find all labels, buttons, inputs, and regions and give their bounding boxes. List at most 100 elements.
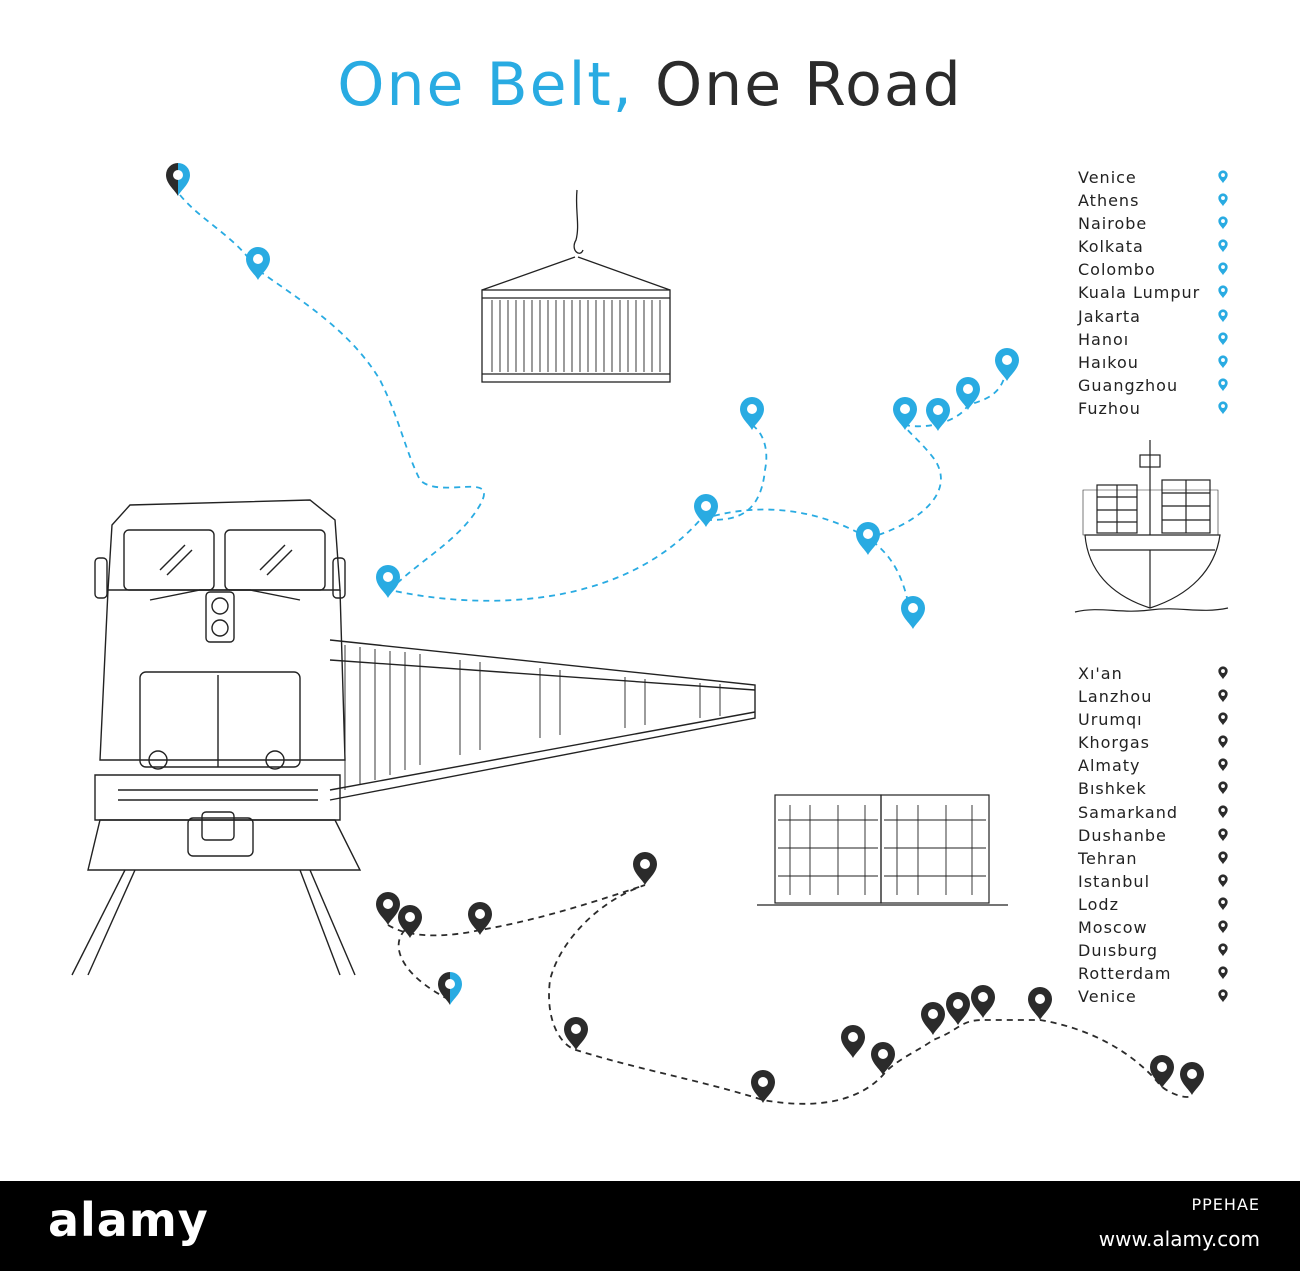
map-pin-icon (1218, 666, 1228, 680)
map-pin-icon (1218, 758, 1228, 772)
list-item[interactable]: Urumqı (1078, 708, 1228, 731)
map-pin-icon[interactable] (633, 852, 657, 885)
list-item[interactable]: Dushanbe (1078, 824, 1228, 847)
list-item[interactable]: Guangzhou (1078, 374, 1228, 397)
map-pin-icon[interactable] (468, 902, 492, 935)
map-pin-icon (1218, 874, 1228, 888)
map-pin-icon[interactable] (901, 596, 925, 629)
map-pin-icon[interactable] (921, 1002, 945, 1035)
map-pin-icon (1218, 170, 1228, 184)
map-pin-icon (1218, 804, 1228, 818)
maritime-pins (246, 247, 1019, 629)
map-pin-icon (1218, 920, 1228, 934)
map-pin-icon[interactable] (856, 522, 880, 555)
list-item[interactable]: Xı'an (1078, 662, 1228, 685)
map-pin-icon (1218, 216, 1228, 230)
list-item[interactable]: Khorgas (1078, 731, 1228, 754)
list-item[interactable]: Lodz (1078, 893, 1228, 916)
city-name: Rotterdam (1078, 964, 1172, 984)
city-name: Lanzhou (1078, 687, 1153, 707)
map-pin-icon[interactable] (995, 348, 1019, 381)
list-item[interactable]: Fuzhou (1078, 397, 1228, 420)
watermark-bar: alamy PPEHAE www.alamy.com (0, 1181, 1300, 1271)
city-name: Fuzhou (1078, 398, 1141, 418)
map-pin-icon (1218, 712, 1228, 726)
list-item[interactable]: Kuala Lumpur (1078, 281, 1228, 304)
map-pin-icon[interactable] (1180, 1062, 1204, 1095)
map-pin-icon[interactable] (946, 992, 970, 1025)
shipping-container-crane-icon (481, 189, 671, 383)
map-pin-icon[interactable] (376, 565, 400, 598)
watermark-logo: alamy (48, 1193, 209, 1247)
list-item[interactable]: Venice (1078, 166, 1228, 189)
list-item[interactable]: Tehran (1078, 847, 1228, 870)
city-name: Hanoı (1078, 329, 1130, 349)
title-land-part: One Road (654, 50, 963, 120)
city-name: Haıkou (1078, 352, 1139, 372)
list-item[interactable]: Istanbul (1078, 870, 1228, 893)
list-item[interactable]: Almaty (1078, 754, 1228, 777)
cargo-ship-icon (1074, 440, 1229, 613)
map-pin-icon (1218, 401, 1228, 415)
map-pin-icon (1218, 355, 1228, 368)
list-item[interactable]: Rotterdam (1078, 962, 1228, 985)
list-item[interactable]: Hanoı (1078, 328, 1228, 351)
city-name: Kuala Lumpur (1078, 283, 1201, 303)
list-item[interactable]: Kolkata (1078, 235, 1228, 258)
land-city-list: Xı'an Lanzhou Urumqı Khorgas Almaty Bısh… (1078, 662, 1228, 1008)
page-title: One Belt, One Road (0, 50, 1300, 120)
city-name: Moscow (1078, 918, 1148, 938)
illustration (71, 163, 1229, 1105)
city-name: Samarkand (1078, 802, 1179, 822)
map-pin-icon[interactable] (956, 377, 980, 410)
map-pin-icon (1218, 897, 1228, 911)
map-pin-icon[interactable] (751, 1070, 775, 1103)
map-pin-icon (1218, 943, 1228, 957)
map-pin-icon[interactable] (971, 985, 995, 1018)
list-item[interactable]: Bıshkek (1078, 777, 1228, 800)
city-name: Istanbul (1078, 871, 1151, 891)
map-pin-icon[interactable] (871, 1042, 895, 1075)
city-name: Lodz (1078, 894, 1119, 914)
maritime-start-pin-icon[interactable] (166, 163, 190, 196)
map-pin-icon[interactable] (740, 397, 764, 430)
city-name: Kolkata (1078, 237, 1144, 257)
list-item[interactable]: Colombo (1078, 258, 1228, 281)
list-item[interactable]: Duısburg (1078, 939, 1228, 962)
land-route-line (387, 884, 1193, 1105)
city-name: Dushanbe (1078, 825, 1167, 845)
city-name: Bıshkek (1078, 779, 1147, 799)
list-item[interactable]: Moscow (1078, 916, 1228, 939)
list-item[interactable]: Jakarta (1078, 305, 1228, 328)
city-name: Duısburg (1078, 941, 1158, 961)
map-pin-icon[interactable] (1028, 987, 1052, 1020)
land-end-pin-icon[interactable] (438, 972, 462, 1005)
list-item[interactable]: Athens (1078, 189, 1228, 212)
map-pin-icon[interactable] (1150, 1055, 1174, 1088)
map-pin-icon[interactable] (893, 397, 917, 430)
city-name: Xı'an (1078, 664, 1123, 683)
city-name: Athens (1078, 191, 1140, 211)
map-pin-icon (1218, 308, 1228, 322)
city-name: Venice (1078, 987, 1137, 1007)
map-pin-icon (1218, 966, 1228, 980)
map-pin-icon[interactable] (246, 247, 270, 280)
list-item[interactable]: Venice (1078, 985, 1228, 1008)
list-item[interactable]: Nairobe (1078, 212, 1228, 235)
map-pin-icon (1218, 285, 1228, 299)
city-name: Almaty (1078, 756, 1141, 776)
map-pin-icon[interactable] (376, 892, 400, 925)
map-pin-icon (1218, 735, 1228, 749)
map-pin-icon[interactable] (841, 1025, 865, 1058)
title-maritime-part: One Belt, (337, 50, 634, 120)
maritime-route-line (179, 194, 1006, 611)
list-item[interactable]: Samarkand (1078, 801, 1228, 824)
city-name: Colombo (1078, 260, 1156, 280)
train-icon (71, 499, 756, 976)
list-item[interactable]: Haıkou (1078, 351, 1228, 374)
list-item[interactable]: Lanzhou (1078, 685, 1228, 708)
map-pin-icon (1218, 262, 1228, 276)
city-name: Tehran (1078, 848, 1138, 868)
container-stack-icon (757, 794, 1008, 906)
city-name: Urumqı (1078, 710, 1143, 730)
